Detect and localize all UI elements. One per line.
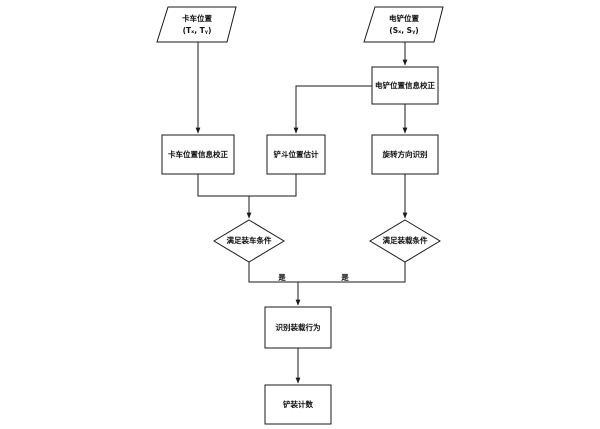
edge-label-yes-right: 是 bbox=[340, 272, 349, 282]
edge-unload-condition-yes bbox=[298, 262, 406, 283]
identify-loading-box: 识别装载行为 bbox=[264, 306, 332, 349]
load-condition-label: 满足装车条件 bbox=[227, 235, 272, 245]
truck-position-title: 卡车位置 bbox=[182, 13, 212, 23]
load-condition-decision: 满足装车条件 bbox=[213, 219, 285, 263]
bucket-estimate-label: 铲斗位置估计 bbox=[273, 149, 319, 159]
load-count-label: 铲装计数 bbox=[282, 399, 313, 409]
truck-correction-box: 卡车位置信息校正 bbox=[161, 134, 235, 175]
unload-condition-decision: 满足装载条件 bbox=[369, 219, 441, 263]
edge-truck-correction-to-load-condition bbox=[197, 174, 249, 197]
load-count-box: 铲装计数 bbox=[264, 384, 332, 425]
shovel-correction-label: 电铲位置信息校正 bbox=[375, 80, 435, 90]
edges bbox=[195, 42, 408, 384]
shovel-correction-box: 电铲位置信息校正 bbox=[371, 66, 439, 105]
bucket-estimate-box: 铲斗位置估计 bbox=[266, 134, 326, 175]
truck-position-input: 卡车位置 (Tₓ, Tᵧ) bbox=[156, 6, 237, 43]
swing-direction-box: 旋转方向识别 bbox=[371, 134, 439, 175]
edge-load-condition-yes bbox=[248, 262, 298, 283]
swing-direction-label: 旋转方向识别 bbox=[382, 149, 428, 159]
identify-loading-label: 识别装载行为 bbox=[276, 322, 321, 332]
shovel-position-input: 电铲位置 (Sₓ, Sᵧ) bbox=[363, 6, 444, 43]
shovel-position-title: 电铲位置 bbox=[389, 13, 419, 23]
truck-position-coords: (Tₓ, Tᵧ) bbox=[183, 26, 212, 35]
truck-correction-label: 卡车位置信息校正 bbox=[168, 149, 228, 159]
edge-bucket-estimate-to-load-condition bbox=[249, 174, 297, 197]
edge-label-yes-left: 是 bbox=[277, 272, 286, 282]
unload-condition-label: 满足装载条件 bbox=[383, 235, 428, 245]
edge-shovel-correction-to-bucket-estimate bbox=[293, 85, 372, 134]
shovel-position-coords: (Sₓ, Sᵧ) bbox=[389, 26, 418, 35]
